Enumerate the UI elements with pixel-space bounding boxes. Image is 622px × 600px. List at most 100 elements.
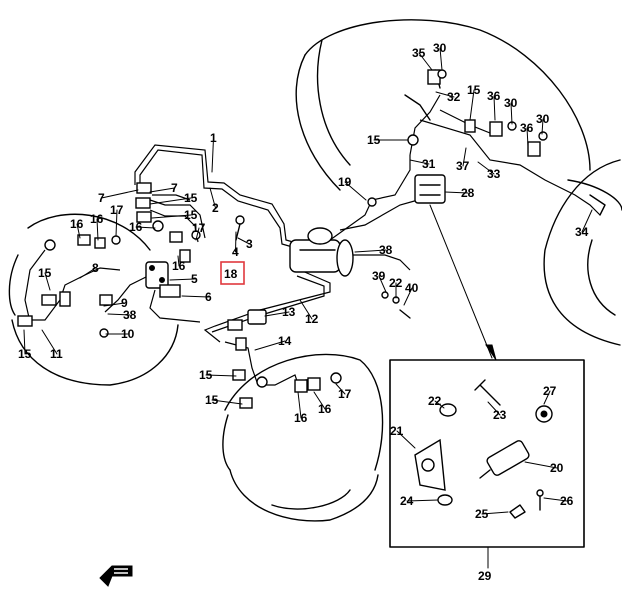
part-label-28: 28 (461, 186, 475, 200)
part-label-25: 25 (475, 507, 489, 521)
leader-line (297, 391, 302, 419)
leader-line (181, 295, 209, 298)
part-label-38: 38 (123, 308, 137, 322)
part-label-17: 17 (110, 203, 124, 217)
leader-line (149, 197, 192, 205)
part-label-34: 34 (575, 225, 589, 239)
part-label-10: 10 (121, 327, 135, 341)
leader-line (541, 118, 544, 135)
leader-line (299, 299, 313, 320)
brake-pipes (24, 94, 601, 392)
leader-line (524, 461, 558, 469)
leader-line (434, 400, 445, 409)
leader-line (354, 249, 387, 253)
leader-line (543, 390, 551, 405)
leader-line (235, 231, 237, 253)
part-label-2: 2 (212, 201, 219, 215)
leader-line (409, 159, 430, 165)
leader-line (149, 187, 175, 193)
part-label-24: 24 (400, 494, 414, 508)
leader-line (435, 91, 455, 98)
part-label-21: 21 (390, 424, 404, 438)
part-label-6: 6 (205, 290, 212, 304)
part-label-5: 5 (191, 272, 198, 286)
leader-line (481, 511, 509, 515)
leader-line (205, 374, 237, 377)
front-arrow-icon (99, 565, 133, 587)
rear-right-tire (295, 19, 622, 211)
leader-line (418, 52, 433, 71)
part-label-19: 19 (338, 175, 352, 189)
part-label-37: 37 (456, 159, 470, 173)
part-label-11: 11 (50, 347, 63, 361)
part-label-16: 16 (172, 259, 186, 273)
part-label-31: 31 (422, 157, 436, 171)
part-label-30: 30 (433, 41, 447, 55)
leader-line (406, 499, 439, 502)
leader-line (403, 287, 413, 306)
part-label-15: 15 (18, 347, 32, 361)
part-label-14: 14 (278, 334, 292, 348)
leader-line (211, 399, 243, 405)
leader-line (378, 275, 387, 293)
leader-line (211, 137, 214, 173)
part-label-18: 18 (224, 267, 238, 281)
master-cylinder (289, 227, 354, 277)
leader-line (444, 191, 469, 194)
part-label-15: 15 (184, 208, 198, 222)
part-label-20: 20 (550, 461, 564, 475)
part-label-30: 30 (504, 96, 518, 110)
part-label-23: 23 (493, 408, 507, 422)
front-right-tire (222, 353, 384, 522)
part-label-9: 9 (121, 296, 128, 310)
highlighted-part-box (220, 261, 245, 285)
inset-label: 29 (478, 569, 492, 583)
part-label-16: 16 (129, 220, 143, 234)
hardware-parts (17, 69, 606, 409)
part-label-16: 16 (90, 212, 104, 226)
leader-line (335, 383, 346, 395)
inset-leader-lines (429, 204, 497, 361)
proportioning-valve (145, 261, 181, 298)
leader-line (462, 147, 467, 167)
lsp-valve (414, 174, 446, 204)
leader-line (79, 267, 96, 279)
leader-line (477, 161, 495, 175)
part-label-16: 16 (294, 411, 308, 425)
leader-line (493, 95, 496, 121)
part-label-30: 30 (536, 112, 550, 126)
leader-line (526, 127, 529, 147)
leader-line (264, 311, 290, 317)
leader-line (169, 278, 195, 281)
leader-line (396, 430, 416, 449)
part-label-32: 32 (447, 90, 461, 104)
part-label-15: 15 (184, 191, 198, 205)
leader-line (237, 237, 250, 245)
part-label-22: 22 (389, 276, 403, 290)
leader-line (469, 89, 475, 121)
part-label-15: 15 (467, 83, 481, 97)
rear-right-inner-wheel (543, 159, 621, 346)
part-label-8: 8 (92, 261, 99, 275)
leader-line (254, 340, 286, 351)
part-label-16: 16 (318, 402, 332, 416)
leader-line (41, 329, 58, 355)
part-label-1: 1 (210, 131, 217, 145)
leader-line (115, 209, 118, 237)
clamp-13 (247, 309, 267, 325)
part-label-26: 26 (560, 494, 574, 508)
leader-line (107, 313, 131, 316)
part-label-17: 17 (192, 221, 206, 235)
part-label-40: 40 (405, 281, 419, 295)
part-label-16: 16 (70, 217, 84, 231)
part-label-3: 3 (246, 237, 253, 251)
leader-line (209, 187, 216, 209)
leader-line (44, 272, 51, 291)
part-label-12: 12 (305, 312, 319, 326)
part-label-15: 15 (367, 133, 381, 147)
part-label-27: 27 (543, 384, 557, 398)
part-label-7: 7 (98, 191, 105, 205)
